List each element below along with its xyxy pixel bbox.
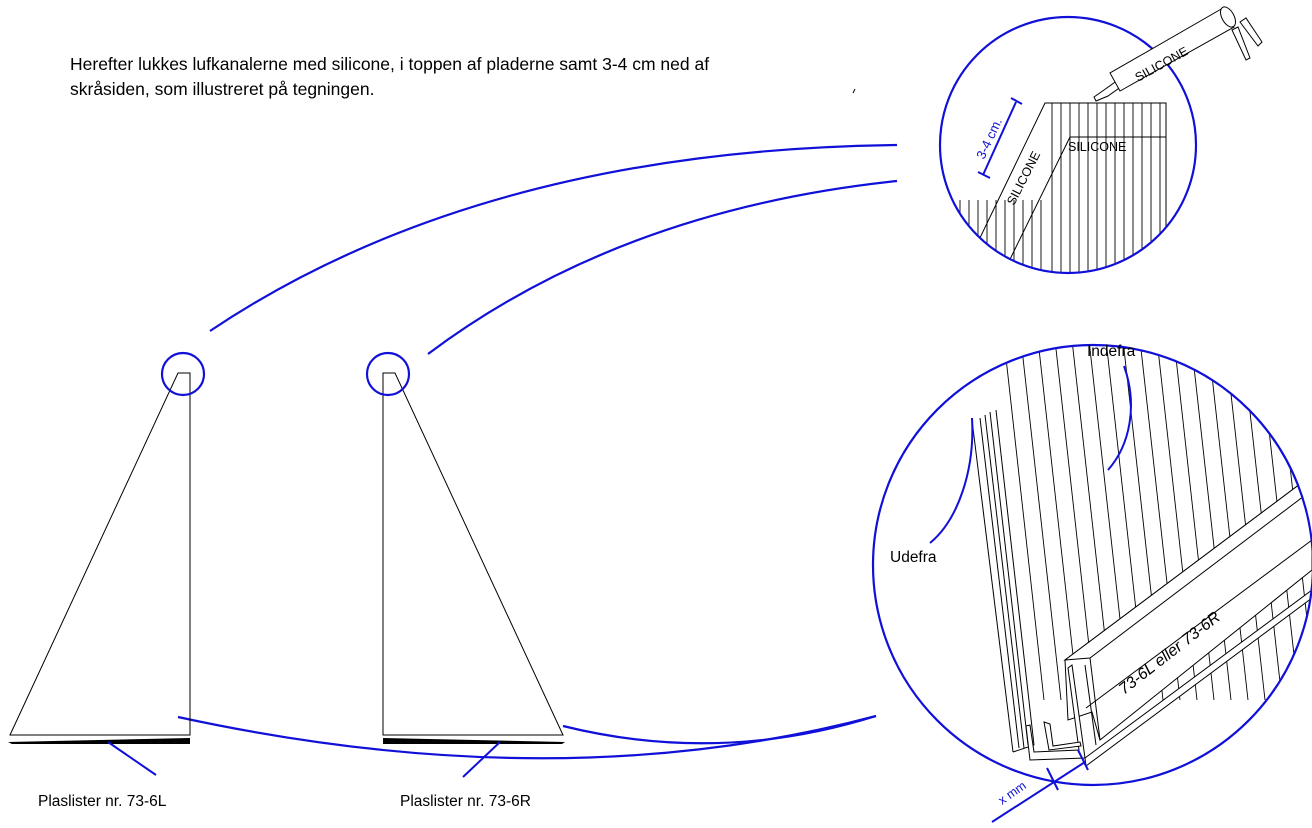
air-channel-line (1003, 345, 1045, 701)
top-detail: SILICONE SILICONE SILICONE 3-4 cm. (938, 6, 1263, 275)
air-channel-line (1037, 345, 1079, 701)
air-channel-line (1224, 345, 1266, 701)
right-panel-outline (382, 372, 564, 736)
instruction-line-2: skråsiden, som illustreret på tegningen. (70, 79, 375, 99)
bottom-detail-circle (871, 343, 1312, 787)
outside-label: Udefra (890, 549, 937, 566)
bottom-dimension-label: x mm (996, 778, 1029, 807)
right-caption-leader (462, 741, 501, 778)
connector-right-top (427, 179, 898, 355)
profile-strip-front-edge (1089, 657, 1101, 741)
top-detail-circle (938, 15, 1198, 275)
air-channel-line (1020, 345, 1062, 701)
profile-strip-top-face (1063, 474, 1312, 661)
slope-silicone-label: SILICONE (1004, 149, 1043, 207)
left-panel-detail-circle (160, 351, 206, 397)
right-panel: Plaslister nr. 73-6R (365, 351, 565, 810)
top-dimension (977, 97, 1023, 179)
connector-left-top (209, 143, 898, 332)
connector-right-bottom (562, 714, 877, 745)
profile-strip-lip (1085, 539, 1312, 709)
air-channel-line (1054, 345, 1096, 701)
left-panel: Plaslister nr. 73-6L (8, 351, 206, 810)
right-panel-detail-circle (365, 351, 411, 397)
silicone-gun-icon (1093, 6, 1263, 102)
connector-lines (177, 143, 898, 760)
stray-mark (852, 88, 856, 94)
air-channel-line (1207, 345, 1249, 701)
top-detail-panel-edge (949, 102, 1167, 273)
bottom-dimension (991, 749, 1089, 823)
profile-clip (1043, 721, 1082, 751)
inside-label: Indefra (1087, 343, 1136, 360)
bottom-detail: 73-6L eller 73-6R Indefra Udefra x mm (871, 343, 1312, 823)
connector-left-bottom (177, 714, 877, 760)
outside-leader (929, 417, 974, 544)
left-panel-outline (9, 372, 191, 736)
left-profile-strip (8, 738, 190, 744)
instruction-text: Herefter lukkes lufkanalerne med silicon… (70, 52, 930, 102)
bottom-detail-panel-edge (971, 409, 1035, 753)
right-profile-strip (383, 738, 565, 744)
instruction-line-1: Herefter lukkes lufkanalerne med silicon… (70, 54, 710, 74)
top-silicone-label: SILICONE (1068, 140, 1126, 154)
left-caption-leader (107, 741, 157, 776)
left-panel-caption: Plaslister nr. 73-6L (38, 793, 167, 810)
right-panel-caption: Plaslister nr. 73-6R (400, 793, 531, 810)
inside-leader (1107, 365, 1132, 471)
